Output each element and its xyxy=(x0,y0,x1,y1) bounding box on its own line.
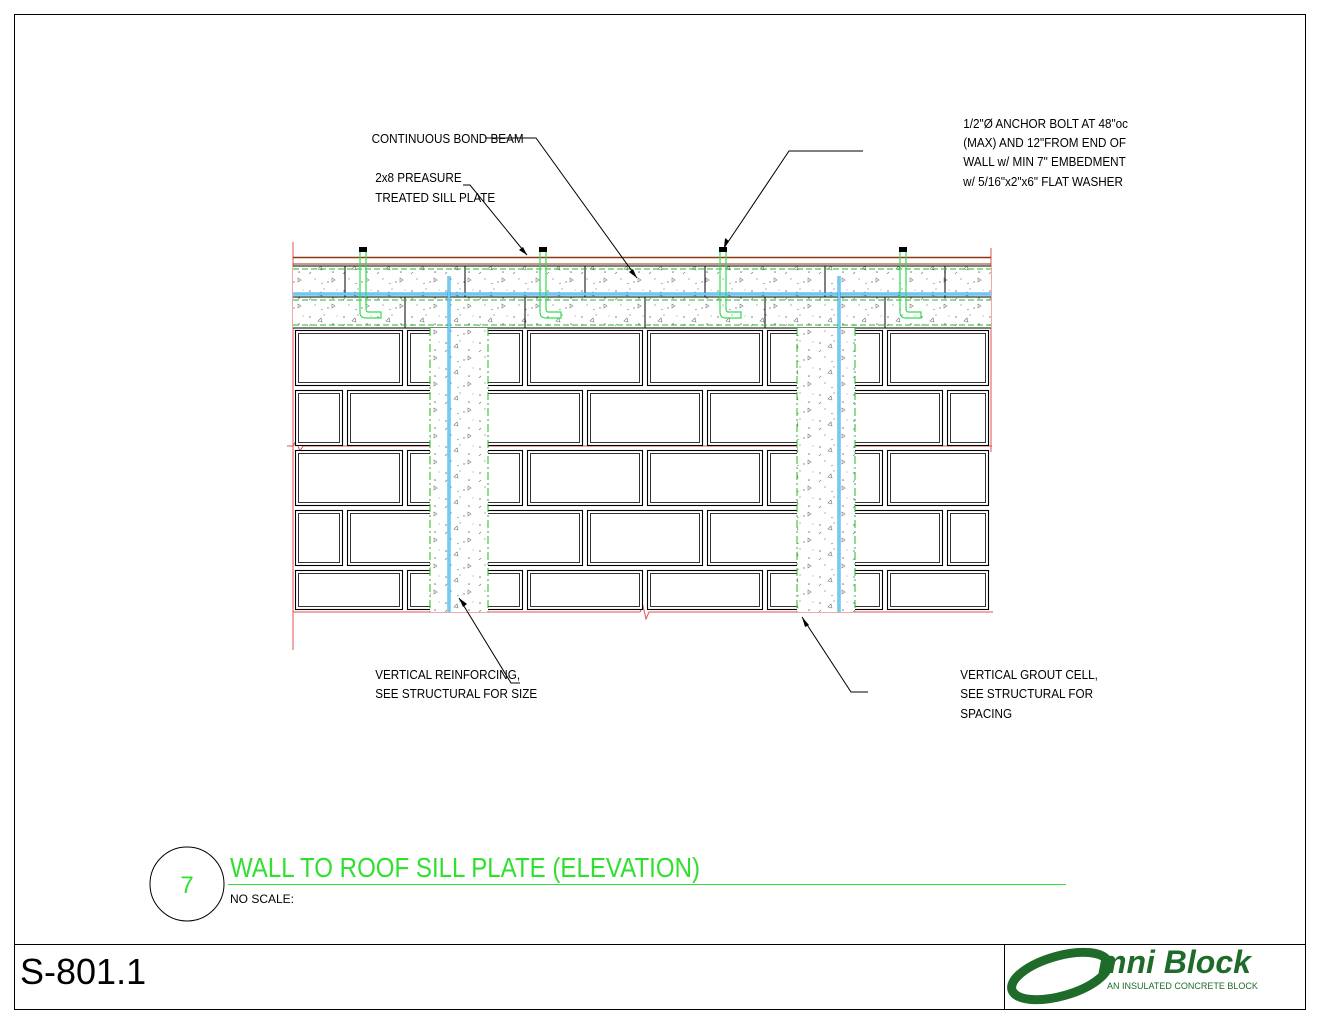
cmu-block-inner xyxy=(298,573,400,607)
logo-tagline: AN INSULATED CONCRETE BLOCK xyxy=(1107,981,1258,991)
cmu-block-inner xyxy=(950,513,986,563)
leader-bond-beam xyxy=(485,137,638,279)
sheet-border xyxy=(14,14,1306,1010)
cmu-block xyxy=(946,389,990,447)
grout-cell-fill xyxy=(797,328,855,612)
cmu-block-inner xyxy=(890,453,986,503)
cmu-block xyxy=(526,329,644,387)
grout-cell-fill xyxy=(430,328,488,612)
cmu-block-inner xyxy=(890,333,986,383)
cmu-block-inner xyxy=(298,333,400,383)
cmu-block xyxy=(294,329,404,387)
callout-sill-plate-line-2: TREATED SILL PLATE xyxy=(375,190,495,205)
cmu-block-inner xyxy=(890,573,986,607)
leader-vertical-reinforcing xyxy=(458,597,520,684)
cmu-block xyxy=(886,569,990,611)
leader-grout-cell xyxy=(801,616,868,693)
cmu-block-inner xyxy=(298,453,400,503)
arrowhead xyxy=(802,617,809,627)
cmu-block-inner xyxy=(650,333,760,383)
anchor-bolt-shaft xyxy=(899,252,922,319)
detail-number: 7 xyxy=(180,872,193,899)
cmu-block xyxy=(886,329,990,387)
anchor-bolts xyxy=(359,247,922,319)
anchor-bolt-shaft xyxy=(359,252,382,319)
cmu-block xyxy=(586,389,704,447)
cmu-block xyxy=(294,389,344,447)
callout-vertical-reinforcing-line-1: VERTICAL REINFORCING, xyxy=(375,667,520,682)
callout-grout-cell-line-3: SPACING xyxy=(960,706,1012,721)
bond-beam xyxy=(293,265,991,329)
detail-scale: NO SCALE: xyxy=(230,892,294,906)
cmu-block-inner xyxy=(590,393,700,443)
cmu-block xyxy=(294,449,404,507)
callout-bond-beam: CONTINUOUS BOND BEAM xyxy=(372,131,524,146)
callout-anchor-bolt-line-1: 1/2"Ø ANCHOR BOLT AT 48"oc xyxy=(963,116,1128,131)
wall-elevation xyxy=(287,242,993,650)
leader-lines xyxy=(458,137,868,693)
omniblock-logo: mni Block AN INSULATED CONCRETE BLOCK xyxy=(1007,944,1258,1005)
leader-anchor-bolt xyxy=(723,150,863,249)
cmu-block-inner xyxy=(530,453,640,503)
leader-arrowheads xyxy=(459,238,809,627)
anchor-bolt-nut xyxy=(899,247,907,252)
callout-anchor-bolt-line-4: w/ 5/16"x2"x6" FLAT WASHER xyxy=(962,174,1123,189)
anchor-bolt-shaft xyxy=(539,252,562,319)
cmu-block-inner xyxy=(650,453,760,503)
arrowhead xyxy=(724,238,729,248)
callout-anchor-bolt-line-2: (MAX) AND 12"FROM END OF xyxy=(963,135,1126,150)
callout-grout-cell-line-2: SEE STRUCTURAL FOR xyxy=(960,686,1093,701)
cmu-blocks xyxy=(294,329,990,611)
sill-plate xyxy=(293,256,991,265)
cmu-block xyxy=(526,449,644,507)
cmu-block xyxy=(886,449,990,507)
cmu-block-inner xyxy=(298,513,340,563)
detail-title: WALL TO ROOF SILL PLATE (ELEVATION) xyxy=(230,851,700,883)
logo-swoosh-o xyxy=(1007,947,1113,1005)
cmu-block-inner xyxy=(530,333,640,383)
cmu-block xyxy=(294,509,344,567)
cmu-block xyxy=(526,569,644,611)
callout-vertical-reinforcing-line-2: SEE STRUCTURAL FOR SIZE xyxy=(375,686,537,701)
cmu-block-inner xyxy=(650,573,760,607)
callout-sill-plate-line-1: 2x8 PREASURE xyxy=(375,170,461,185)
leader-sill-plate xyxy=(463,184,528,256)
cmu-block-inner xyxy=(530,573,640,607)
callout-grout-cell-line-1: VERTICAL GROUT CELL, xyxy=(960,667,1098,682)
cmu-block-inner xyxy=(298,393,340,443)
logo-text: mni Block xyxy=(1098,944,1253,980)
cmu-block xyxy=(646,449,764,507)
anchor-bolt-nut xyxy=(539,247,547,252)
cmu-block-inner xyxy=(590,513,700,563)
vertical-rebar xyxy=(447,276,841,612)
anchor-bolt-nut xyxy=(359,247,367,252)
anchor-bolt-nut xyxy=(719,247,727,252)
callout-anchor-bolt-line-3: WALL w/ MIN 7" EMBEDMENT xyxy=(963,154,1126,169)
cmu-block xyxy=(294,569,404,611)
arrowhead xyxy=(519,247,527,255)
cmu-block-inner xyxy=(950,393,986,443)
arrowhead xyxy=(629,269,637,278)
cmu-block xyxy=(646,329,764,387)
arrowhead xyxy=(459,598,467,607)
cmu-block xyxy=(946,509,990,567)
cmu-block xyxy=(586,509,704,567)
detail-number-bubble xyxy=(149,846,225,922)
cmu-block xyxy=(646,569,764,611)
anchor-bolt-shaft xyxy=(719,252,742,319)
sheet-number: S-801.1 xyxy=(20,951,146,992)
grout-cells xyxy=(429,328,856,612)
